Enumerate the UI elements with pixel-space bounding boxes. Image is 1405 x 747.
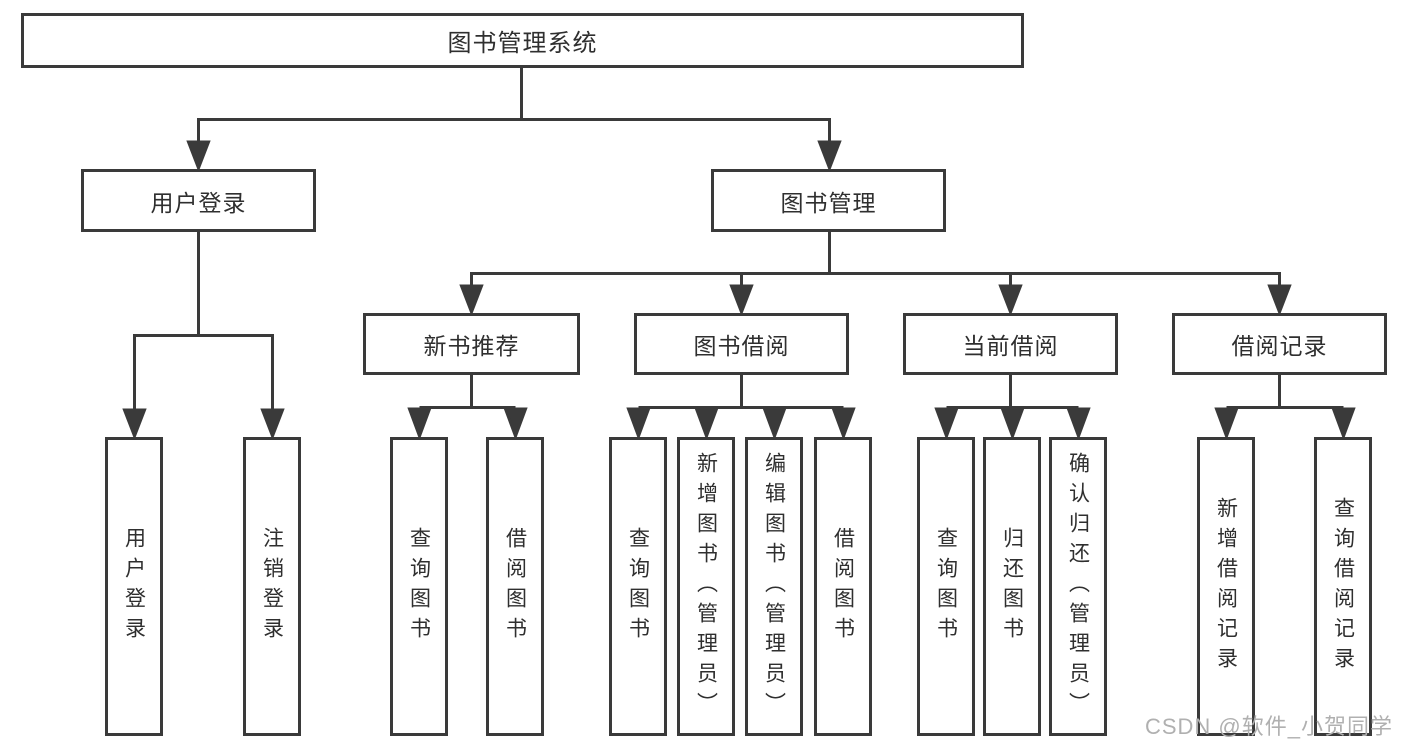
node-label: 新书推荐 [423,333,520,359]
node-label: 查询图书 [934,526,958,647]
node-label: 新增借阅记录 [1214,496,1238,677]
node-leaf-records-query: 查询借阅记录 [1314,437,1372,736]
node-label: 查询图书 [626,526,650,647]
node-leaf-borrow-query: 查询图书 [609,437,667,736]
connector-records-to-leaves [1214,375,1356,441]
node-label: 当前借阅 [962,333,1059,359]
arrowhead-icon [1331,407,1356,441]
node-leaf-logout: 注销登录 [243,437,301,736]
node-leaf-current-query: 查询图书 [917,437,975,736]
node-leaf-newbooks-query: 查询图书 [390,437,448,736]
connector-borrow-to-leaves [626,375,856,441]
node-label: 借阅图书 [503,526,527,647]
node-label: 借阅图书 [831,526,855,647]
arrowhead-icon [831,407,856,441]
arrowhead-icon [1214,407,1239,441]
node-label: 编辑图书（管理员） [762,451,786,722]
node-leaf-newbooks-borrow: 借阅图书 [486,437,544,736]
node-leaf-user-login: 用户登录 [105,437,163,736]
connector-bookmgmt-to-level3 [459,232,1292,317]
node-leaf-current-return: 归还图书 [983,437,1041,736]
node-user-login: 用户登录 [81,169,316,232]
arrowhead-icon [817,140,842,173]
node-leaf-current-confirm-admin: 确认归还（管理员） [1049,437,1107,736]
node-book-borrowing: 图书借阅 [634,313,849,375]
arrowhead-icon [407,407,432,441]
arrowhead-icon [1066,407,1091,441]
node-leaf-borrow-edit-admin: 编辑图书（管理员） [745,437,803,736]
node-leaf-borrow-borrow: 借阅图书 [814,437,872,736]
connector-line [470,272,1281,290]
node-label: 用户登录 [150,189,247,216]
node-borrowing-records: 借阅记录 [1172,313,1387,375]
node-label: 图书借阅 [693,333,790,359]
arrowhead-icon [934,407,959,441]
arrowhead-icon [626,407,651,441]
arrowhead-icon [503,407,528,441]
node-leaf-borrow-add-admin: 新增图书（管理员） [677,437,735,736]
node-library-management-system: 图书管理系统 [21,13,1024,68]
connector-current-to-leaves [934,375,1091,441]
node-new-book-recommend: 新书推荐 [363,313,580,375]
arrowhead-icon [459,284,484,317]
arrowhead-icon [186,140,211,173]
node-current-borrowing: 当前借阅 [903,313,1118,375]
node-label: 图书管理 [780,189,877,216]
connector-line [197,118,831,144]
arrowhead-icon [260,408,285,441]
arrowhead-icon [998,284,1023,317]
node-label: 确认归还（管理员） [1066,451,1090,722]
node-label: 查询借阅记录 [1331,496,1355,677]
node-label: 查询图书 [407,526,431,647]
node-label: 借阅记录 [1231,333,1328,359]
arrowhead-icon [729,284,754,317]
connector-root-to-level2 [186,68,842,173]
node-label: 图书管理系统 [447,30,598,57]
node-leaf-records-add: 新增借阅记录 [1197,437,1255,736]
arrowhead-icon [1000,407,1025,441]
node-label: 用户登录 [122,526,146,647]
arrowhead-icon [694,407,719,441]
arrowhead-icon [122,408,147,441]
node-label: 注销登录 [260,526,284,647]
node-label: 新增图书（管理员） [694,451,718,722]
node-label: 归还图书 [1000,526,1024,647]
node-book-management: 图书管理 [711,169,946,232]
connector-userlogin-to-leaves [122,232,285,441]
connector-line [133,334,274,412]
connector-newbooks-to-leaves [407,375,528,441]
arrowhead-icon [1267,284,1292,317]
arrowhead-icon [762,407,787,441]
